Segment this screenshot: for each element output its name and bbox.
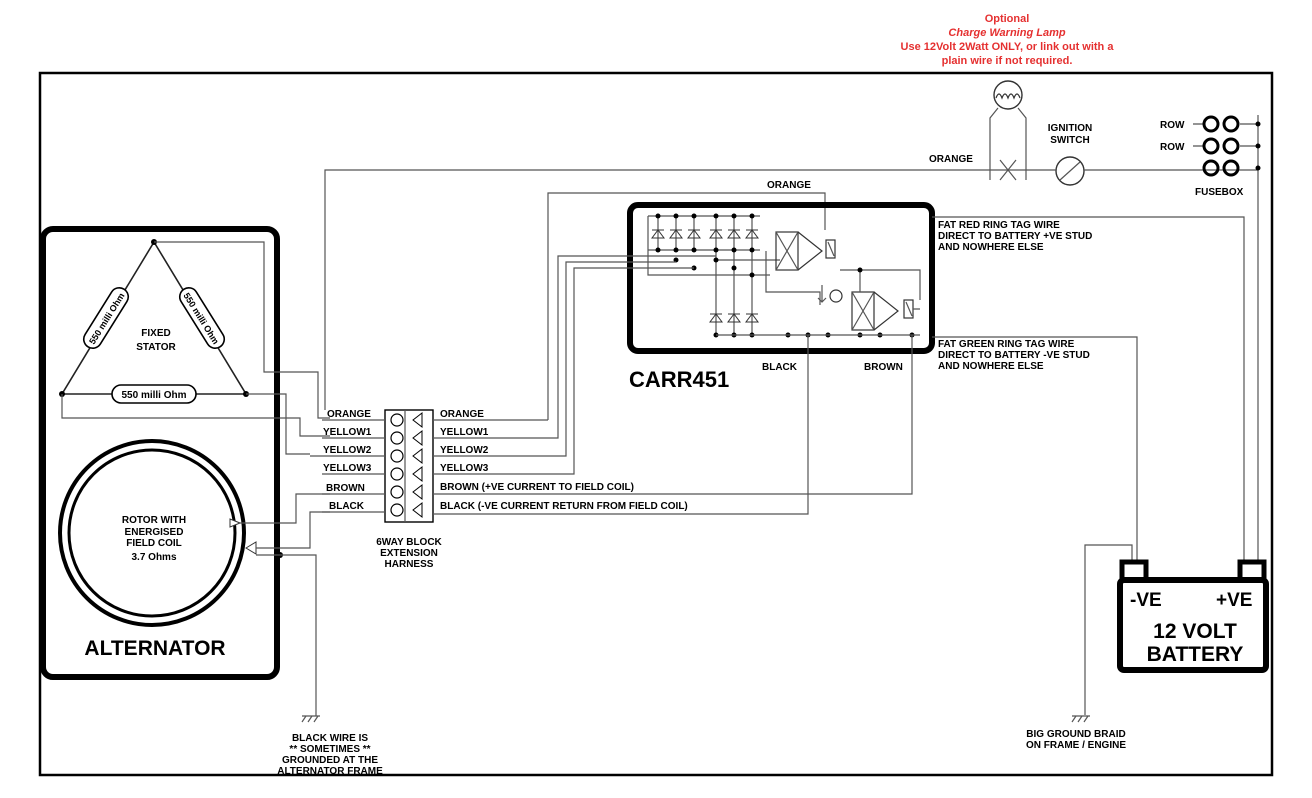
- orange-ignition-wire: [324, 169, 1008, 410]
- rotor-label-1: ROTOR WITH: [122, 515, 186, 526]
- battery-voltage-label: 12 VOLT: [1153, 620, 1237, 643]
- rotor-label-3: FIELD COIL: [126, 538, 182, 549]
- stator-resistor-left: 550 milli Ohm: [82, 286, 130, 350]
- battery-name-label: BATTERY: [1147, 643, 1244, 666]
- positive-feed-wire: [932, 216, 1245, 562]
- stator-resistor-bottom: 550 milli Ohm: [111, 384, 197, 404]
- stator-label-2: STATOR: [136, 342, 176, 353]
- fusebox-row-2: ROW: [1160, 142, 1185, 153]
- battery-positive-label: +VE: [1216, 590, 1252, 611]
- harness-left-black: BLACK: [329, 501, 365, 512]
- block-label-1: 6WAY BLOCK: [376, 537, 442, 548]
- green-wire-note-1: FAT GREEN RING TAG WIRE: [938, 339, 1075, 350]
- warning-lamp-icon: [989, 80, 1027, 181]
- block-label-2: EXTENSION: [380, 548, 438, 559]
- harness-right-labels: ORANGE YELLOW1 YELLOW2 YELLOW3 BROWN (+V…: [440, 409, 688, 512]
- stator-label-1: FIXED: [141, 328, 170, 339]
- harness-right-wires: [433, 255, 913, 515]
- orange-wire-label-top: ORANGE: [929, 154, 973, 165]
- ground-symbol-right-icon: [1071, 715, 1090, 723]
- resistor-bottom-label: 550 milli Ohm: [121, 390, 186, 401]
- red-wire-note-1: FAT RED RING TAG WIRE: [938, 220, 1060, 231]
- negative-feed-wire: [932, 336, 1138, 562]
- ground-right-note-2: ON FRAME / ENGINE: [1026, 740, 1126, 751]
- battery-negative-label: -VE: [1130, 590, 1162, 611]
- harness-right-brown: BROWN (+VE CURRENT TO FIELD COIL): [440, 482, 634, 493]
- ignition-switch-icon: [1008, 156, 1258, 186]
- fusebox-row-1: ROW: [1160, 120, 1185, 131]
- harness-right-yellow3: YELLOW3: [440, 463, 489, 474]
- regulator-carr451: [627, 202, 935, 354]
- ignition-label-2: SWITCH: [1050, 135, 1089, 146]
- battery-icon: [1117, 559, 1269, 673]
- stator-resistor-right: 550 milli Ohm: [178, 286, 226, 350]
- optional-lamp-note: Optional Charge Warning Lamp Use 12Volt …: [901, 13, 1115, 67]
- orange-regulator-wire: [547, 192, 826, 420]
- ground-left-note-1: BLACK WIRE IS: [292, 733, 368, 744]
- fusebox-icon: [1193, 115, 1261, 180]
- ground-braid-wire: [1084, 544, 1133, 715]
- ground-right-note-1: BIG GROUND BRAID: [1026, 729, 1125, 740]
- note-line4: plain wire if not required.: [942, 55, 1073, 67]
- red-wire-note-2: DIRECT TO BATTERY +VE STUD: [938, 231, 1092, 242]
- red-wire-note-3: AND NOWHERE ELSE: [938, 242, 1044, 253]
- harness-left-yellow1: YELLOW1: [323, 427, 372, 438]
- note-lamp-title: Charge Warning Lamp: [948, 27, 1065, 39]
- six-way-block: [384, 409, 434, 523]
- harness-left-brown: BROWN: [326, 483, 365, 494]
- ground-left-note-2: ** SOMETIMES **: [289, 744, 370, 755]
- harness-left-yellow2: YELLOW2: [323, 445, 372, 456]
- harness-left-yellow3: YELLOW3: [323, 463, 372, 474]
- fusebox-label: FUSEBOX: [1195, 187, 1244, 198]
- harness-right-orange: ORANGE: [440, 409, 484, 420]
- alternator-label: ALTERNATOR: [84, 637, 225, 660]
- harness-left-orange: ORANGE: [327, 409, 371, 420]
- regulator-name: CARR451: [629, 367, 729, 392]
- harness-right-yellow2: YELLOW2: [440, 445, 489, 456]
- green-wire-note-3: AND NOWHERE ELSE: [938, 361, 1044, 372]
- regulator-black-label: BLACK: [762, 362, 798, 373]
- harness-left-labels: ORANGE YELLOW1 YELLOW2 YELLOW3 BROWN BLA…: [310, 409, 385, 513]
- note-optional: Optional: [985, 13, 1030, 25]
- ground-left-note-4: ALTERNATOR FRAME: [277, 766, 383, 777]
- ground-symbol-left-icon: [301, 715, 320, 723]
- regulator-brown-label: BROWN: [864, 362, 903, 373]
- ignition-label-1: IGNITION: [1048, 123, 1092, 134]
- harness-right-black: BLACK (-VE CURRENT RETURN FROM FIELD COI…: [440, 501, 688, 512]
- orange-wire-label-upper: ORANGE: [767, 180, 811, 191]
- rotor-label-2: ENERGISED: [125, 527, 184, 538]
- green-wire-note-2: DIRECT TO BATTERY -VE STUD: [938, 350, 1090, 361]
- diagram-frame: [38, 71, 1274, 777]
- rotor-label-4: 3.7 Ohms: [131, 552, 176, 563]
- block-label-3: HARNESS: [385, 559, 434, 570]
- harness-right-yellow1: YELLOW1: [440, 427, 489, 438]
- ground-left-note-3: GROUNDED AT THE: [282, 755, 378, 766]
- rotor-icon: [58, 439, 330, 716]
- note-line3: Use 12Volt 2Watt ONLY, or link out with …: [901, 41, 1115, 53]
